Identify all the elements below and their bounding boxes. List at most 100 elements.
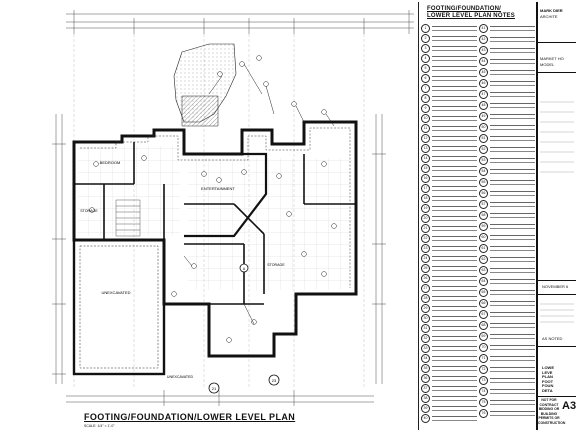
note-number: 15 — [421, 164, 430, 173]
note-item: 17 — [421, 184, 477, 193]
note-number: 36 — [421, 374, 430, 383]
note-item: 46 — [479, 79, 535, 88]
note-item: 50 — [479, 123, 535, 132]
note-item: 59 — [479, 222, 535, 231]
note-number: 8 — [421, 94, 430, 103]
note-number: 34 — [421, 354, 430, 363]
plan-scale: SCALE: 1/4" = 1'-0" — [84, 424, 115, 428]
note-text-lines — [490, 59, 535, 64]
project-name: MARKET HO — [540, 56, 564, 61]
section-marker-21[interactable]: 21 — [208, 382, 220, 394]
note-item: 60 — [479, 233, 535, 242]
note-number: 28 — [421, 294, 430, 303]
plan-scale-value: 1/4" = 1'-0" — [97, 424, 115, 428]
note-text-lines — [490, 235, 535, 240]
notes-title-line1: FOOTING/FOUNDATION/ — [427, 6, 502, 12]
note-number: 18 — [421, 194, 430, 203]
note-item: 64 — [479, 277, 535, 286]
note-number: 57 — [479, 200, 488, 209]
note-number: 2 — [421, 34, 430, 43]
note-number: 67 — [479, 310, 488, 319]
section-marker-23[interactable]: 23 — [268, 374, 280, 386]
note-number: 30 — [421, 314, 430, 323]
note-number: 7 — [421, 84, 430, 93]
note-number: 59 — [479, 222, 488, 231]
note-item: 5 — [421, 64, 477, 73]
note-item: 7 — [421, 84, 477, 93]
note-number: 62 — [479, 255, 488, 264]
note-item: 15 — [421, 164, 477, 173]
note-text-lines — [490, 279, 535, 284]
note-text-lines — [490, 356, 535, 361]
section-marker-a[interactable]: A — [239, 263, 249, 273]
drawn-by-lines — [540, 303, 574, 323]
note-text-lines — [490, 26, 535, 31]
note-item: 57 — [479, 200, 535, 209]
note-number: 48 — [479, 101, 488, 110]
note-number: 26 — [421, 274, 430, 283]
project-model: MODEL — [540, 62, 555, 67]
note-text-lines — [432, 146, 477, 151]
note-item: 1 — [421, 24, 477, 33]
note-item: 35 — [421, 364, 477, 373]
note-text-lines — [490, 48, 535, 53]
note-number: 46 — [479, 79, 488, 88]
note-number: 44 — [479, 57, 488, 66]
note-text-lines — [432, 176, 477, 181]
note-text-lines — [490, 411, 535, 416]
note-text-lines — [490, 323, 535, 328]
note-item: 56 — [479, 189, 535, 198]
note-number: 61 — [479, 244, 488, 253]
note-text-lines — [490, 213, 535, 218]
note-number: 19 — [421, 204, 430, 213]
note-text-lines — [432, 266, 477, 271]
note-item: 67 — [479, 310, 535, 319]
note-text-lines — [490, 125, 535, 130]
note-text-lines — [432, 196, 477, 201]
note-item: 4 — [421, 54, 477, 63]
note-number: 68 — [479, 321, 488, 330]
stamp-line: BUILDING — [540, 411, 558, 416]
interior-walls — [74, 142, 356, 305]
sheet-desc-line: LOWE — [542, 365, 554, 370]
note-text-lines — [432, 386, 477, 391]
scale-value: AS NOTED — [542, 336, 563, 341]
note-text-lines — [490, 367, 535, 372]
sheet-desc-line: PLAN — [542, 374, 553, 380]
note-text-lines — [432, 396, 477, 401]
note-item: 52 — [479, 145, 535, 154]
note-number: 22 — [421, 234, 430, 243]
note-number: 29 — [421, 304, 430, 313]
note-item: 38 — [421, 394, 477, 403]
plan-title: FOOTING/FOUNDATION/LOWER LEVEL PLAN — [84, 412, 296, 422]
note-item: 74 — [479, 387, 535, 396]
note-item: 13 — [421, 144, 477, 153]
stamp-line: PERMITS OR — [538, 416, 560, 421]
note-item: 29 — [421, 304, 477, 313]
note-number: 75 — [479, 398, 488, 407]
note-text-lines — [432, 186, 477, 191]
date-value: NOVEMBER 6 — [542, 284, 569, 289]
note-text-lines — [432, 346, 477, 351]
note-text-lines — [432, 406, 477, 411]
note-text-lines — [432, 276, 477, 281]
note-item: 54 — [479, 167, 535, 176]
room-label-unexcavated-bottom: UNEXCAVATED — [167, 375, 194, 379]
note-number: 27 — [421, 284, 430, 293]
note-text-lines — [490, 114, 535, 119]
note-text-lines — [432, 246, 477, 251]
note-text-lines — [432, 116, 477, 121]
note-text-lines — [432, 96, 477, 101]
note-text-lines — [432, 216, 477, 221]
note-text-lines — [432, 106, 477, 111]
stamp-line: CONTRACT — [539, 402, 559, 407]
note-number: 56 — [479, 189, 488, 198]
annotation-markers — [89, 55, 337, 343]
note-item: 25 — [421, 264, 477, 273]
note-text-lines — [490, 169, 535, 174]
note-number: 47 — [479, 90, 488, 99]
note-number: 17 — [421, 184, 430, 193]
note-item: 22 — [421, 234, 477, 243]
